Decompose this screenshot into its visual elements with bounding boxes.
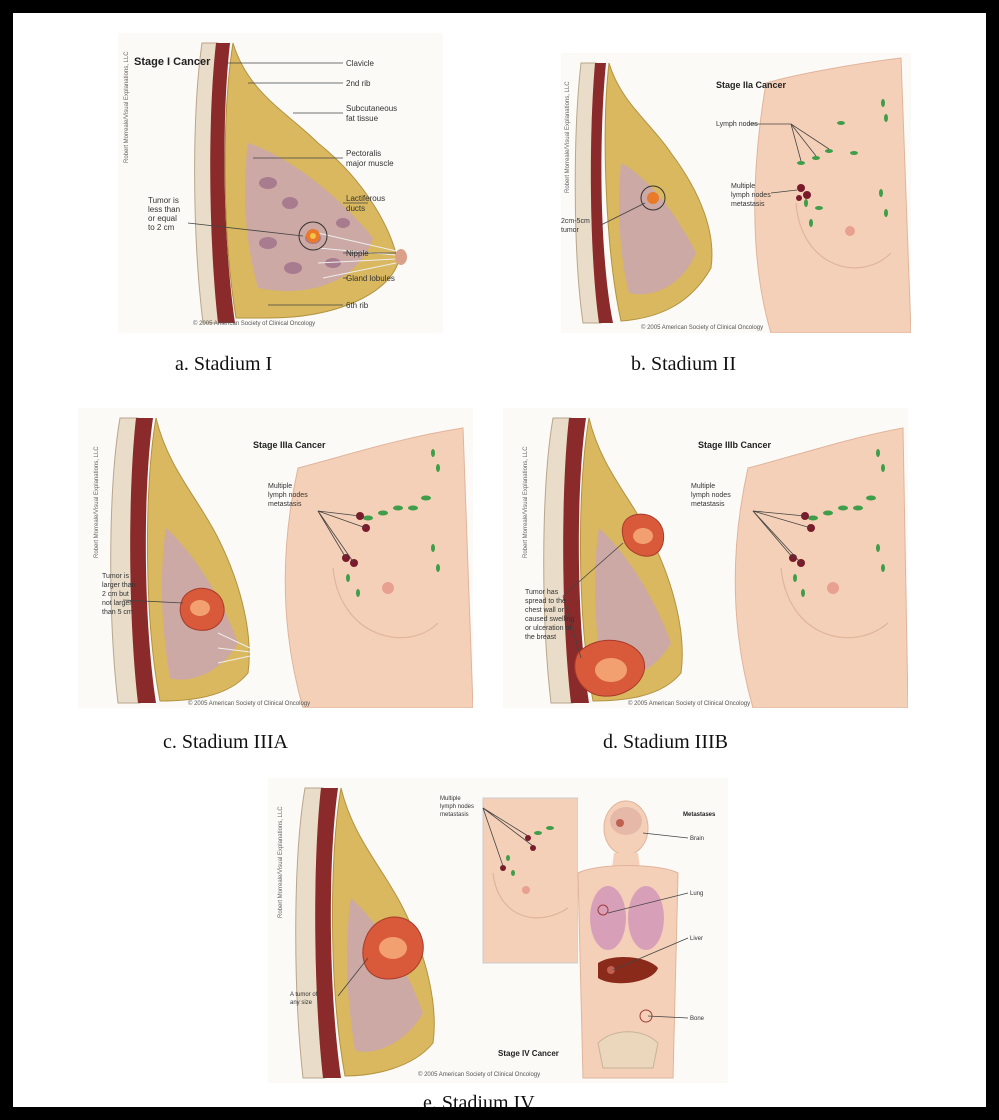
label-metastasis: metastasis bbox=[440, 812, 469, 818]
stage-4-title: Stage IV Cancer bbox=[498, 1049, 559, 1058]
label-2nd-rib: 2nd rib bbox=[346, 79, 371, 88]
label-metastasis: metastasis bbox=[731, 201, 765, 208]
caption-stage-3b: d. Stadium IIIB bbox=[603, 731, 728, 754]
label-metastasis: metastasis bbox=[268, 501, 302, 508]
label-tumor-line-4: not larger bbox=[102, 600, 132, 607]
label-multiple: Multiple bbox=[440, 796, 461, 802]
figure-page: Stage I Cancer Robert Morreale/Visual Ex… bbox=[13, 13, 986, 1107]
stage-3b-illustration: Stage IIIb Cancer Robert Morreale/Visual… bbox=[503, 408, 908, 708]
stage-2-vertical-credit: Robert Morreale/Visual Explanations, LLC bbox=[565, 81, 571, 193]
caption-stage-2: b. Stadium II bbox=[631, 353, 736, 376]
label-lactiferous: Lactiferous bbox=[346, 194, 385, 203]
label-tumor-line-1: A tumor of bbox=[290, 992, 318, 998]
label-tumor-line-2: less than bbox=[148, 205, 180, 214]
stage-4-vertical-credit: Robert Morreale/Visual Explanations, LLC bbox=[278, 806, 284, 918]
caption-stage-1: a. Stadium I bbox=[175, 353, 272, 376]
panel-stage-4: Stage IV Cancer Robert Morreale/Visual E… bbox=[268, 778, 728, 1083]
label-tumor-size: 2cm-5cm bbox=[561, 218, 590, 225]
stage-3a-title: Stage IIIa Cancer bbox=[253, 440, 326, 450]
stage-3b-vertical-credit: Robert Morreale/Visual Explanations, LLC bbox=[523, 446, 529, 558]
label-bone: Bone bbox=[690, 1016, 705, 1022]
caption-stage-3a: c. Stadium IIIA bbox=[163, 731, 288, 754]
label-metastases: Metastases bbox=[683, 812, 716, 818]
label-multiple: Multiple bbox=[731, 183, 755, 190]
label-clavicle: Clavicle bbox=[346, 59, 375, 68]
stage-3a-vertical-credit: Robert Morreale/Visual Explanations, LLC bbox=[94, 446, 100, 558]
label-tumor-line-5: than 5 cm bbox=[102, 609, 133, 616]
stage-1-title: Stage I Cancer bbox=[134, 56, 211, 68]
label-major-muscle: major muscle bbox=[346, 159, 394, 168]
label-multiple: Multiple bbox=[691, 483, 715, 490]
label-tumor-line-1: Tumor is bbox=[102, 573, 129, 580]
label-tumor-line-2: any size bbox=[290, 1000, 313, 1006]
label-tumor-line-4: caused swelling bbox=[525, 616, 575, 623]
label-tumor-line-3: 2 cm but bbox=[102, 591, 129, 598]
stage-2-illustration: Stage IIa Cancer Robert Morreale/Visual … bbox=[561, 53, 911, 333]
label-lymph-nodes: lymph nodes bbox=[268, 492, 308, 499]
stage-1-credit: © 2005 American Society of Clinical Onco… bbox=[193, 320, 315, 327]
stage-3a-credit: © 2005 American Society of Clinical Onco… bbox=[188, 700, 310, 707]
panel-stage-3a: Stage IIIa Cancer Robert Morreale/Visual… bbox=[78, 408, 473, 708]
caption-stage-4: e. Stadium IV bbox=[423, 1092, 535, 1107]
label-tumor-line-1: Tumor has bbox=[525, 589, 559, 596]
label-tumor-line-1: Tumor is bbox=[148, 196, 179, 205]
label-tumor-line-5: or ulceration of bbox=[525, 625, 571, 632]
stage-4-illustration: Stage IV Cancer Robert Morreale/Visual E… bbox=[268, 778, 728, 1083]
panel-stage-3b: Stage IIIb Cancer Robert Morreale/Visual… bbox=[503, 408, 908, 708]
stage-3b-credit: © 2005 American Society of Clinical Onco… bbox=[628, 700, 750, 707]
panel-stage-2: Stage IIa Cancer Robert Morreale/Visual … bbox=[561, 53, 911, 333]
stage-1-vertical-credit: Robert Morreale/Visual Explanations, LLC bbox=[124, 51, 130, 163]
label-liver: Liver bbox=[690, 936, 703, 942]
stage-1-illustration: Stage I Cancer Robert Morreale/Visual Ex… bbox=[118, 33, 443, 333]
label-gland-lobules: Gland lobules bbox=[346, 274, 395, 283]
panel-stage-1: Stage I Cancer Robert Morreale/Visual Ex… bbox=[118, 33, 443, 333]
label-lymph-nodes: lymph nodes bbox=[691, 492, 731, 499]
label-pectoralis: Pectoralis bbox=[346, 149, 381, 158]
stage-3b-title: Stage IIIb Cancer bbox=[698, 440, 772, 450]
label-tumor: tumor bbox=[561, 227, 580, 234]
label-fat-tissue: fat tissue bbox=[346, 114, 379, 123]
stage-3a-illustration: Stage IIIa Cancer Robert Morreale/Visual… bbox=[78, 408, 473, 708]
label-ducts: ducts bbox=[346, 204, 365, 213]
stage-4-credit: © 2005 American Society of Clinical Onco… bbox=[418, 1071, 540, 1078]
label-tumor-line-2: spread to the bbox=[525, 598, 566, 605]
label-multiple: Multiple bbox=[268, 483, 292, 490]
label-brain: Brain bbox=[690, 836, 704, 842]
label-tumor-line-6: the breast bbox=[525, 634, 556, 641]
label-lung: Lung bbox=[690, 891, 703, 897]
label-tumor-line-3: chest wall or bbox=[525, 607, 565, 614]
label-subcutaneous: Subcutaneous bbox=[346, 104, 397, 113]
stage-2-title: Stage IIa Cancer bbox=[716, 80, 787, 90]
label-6th-rib: 6th rib bbox=[346, 301, 369, 310]
label-nipple: Nipple bbox=[346, 249, 369, 258]
label-tumor-line-2: larger than bbox=[102, 582, 136, 589]
label-tumor-line-3: or equal bbox=[148, 214, 177, 223]
label-lymph-nodes: Lymph nodes bbox=[716, 121, 758, 128]
label-lymph-nodes-2: lymph nodes bbox=[731, 192, 771, 199]
label-tumor-line-4: to 2 cm bbox=[148, 223, 175, 232]
label-metastasis: metastasis bbox=[691, 501, 725, 508]
label-lymph-nodes: lymph nodes bbox=[440, 804, 474, 810]
stage-2-credit: © 2005 American Society of Clinical Onco… bbox=[641, 324, 763, 331]
